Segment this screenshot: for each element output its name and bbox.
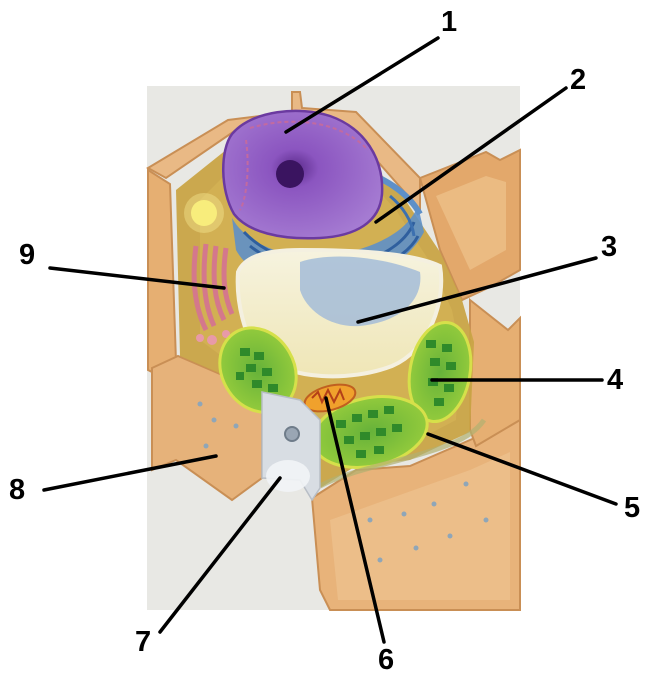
label-2: 2 xyxy=(570,66,586,95)
label-6: 6 xyxy=(378,646,394,675)
label-4: 4 xyxy=(607,366,623,395)
label-7: 7 xyxy=(135,628,151,657)
label-1: 1 xyxy=(441,8,457,37)
nucleolus xyxy=(276,160,304,188)
label-8: 8 xyxy=(9,476,25,505)
label-5: 5 xyxy=(624,494,640,523)
label-9: 9 xyxy=(19,241,35,270)
label-3: 3 xyxy=(601,233,617,262)
